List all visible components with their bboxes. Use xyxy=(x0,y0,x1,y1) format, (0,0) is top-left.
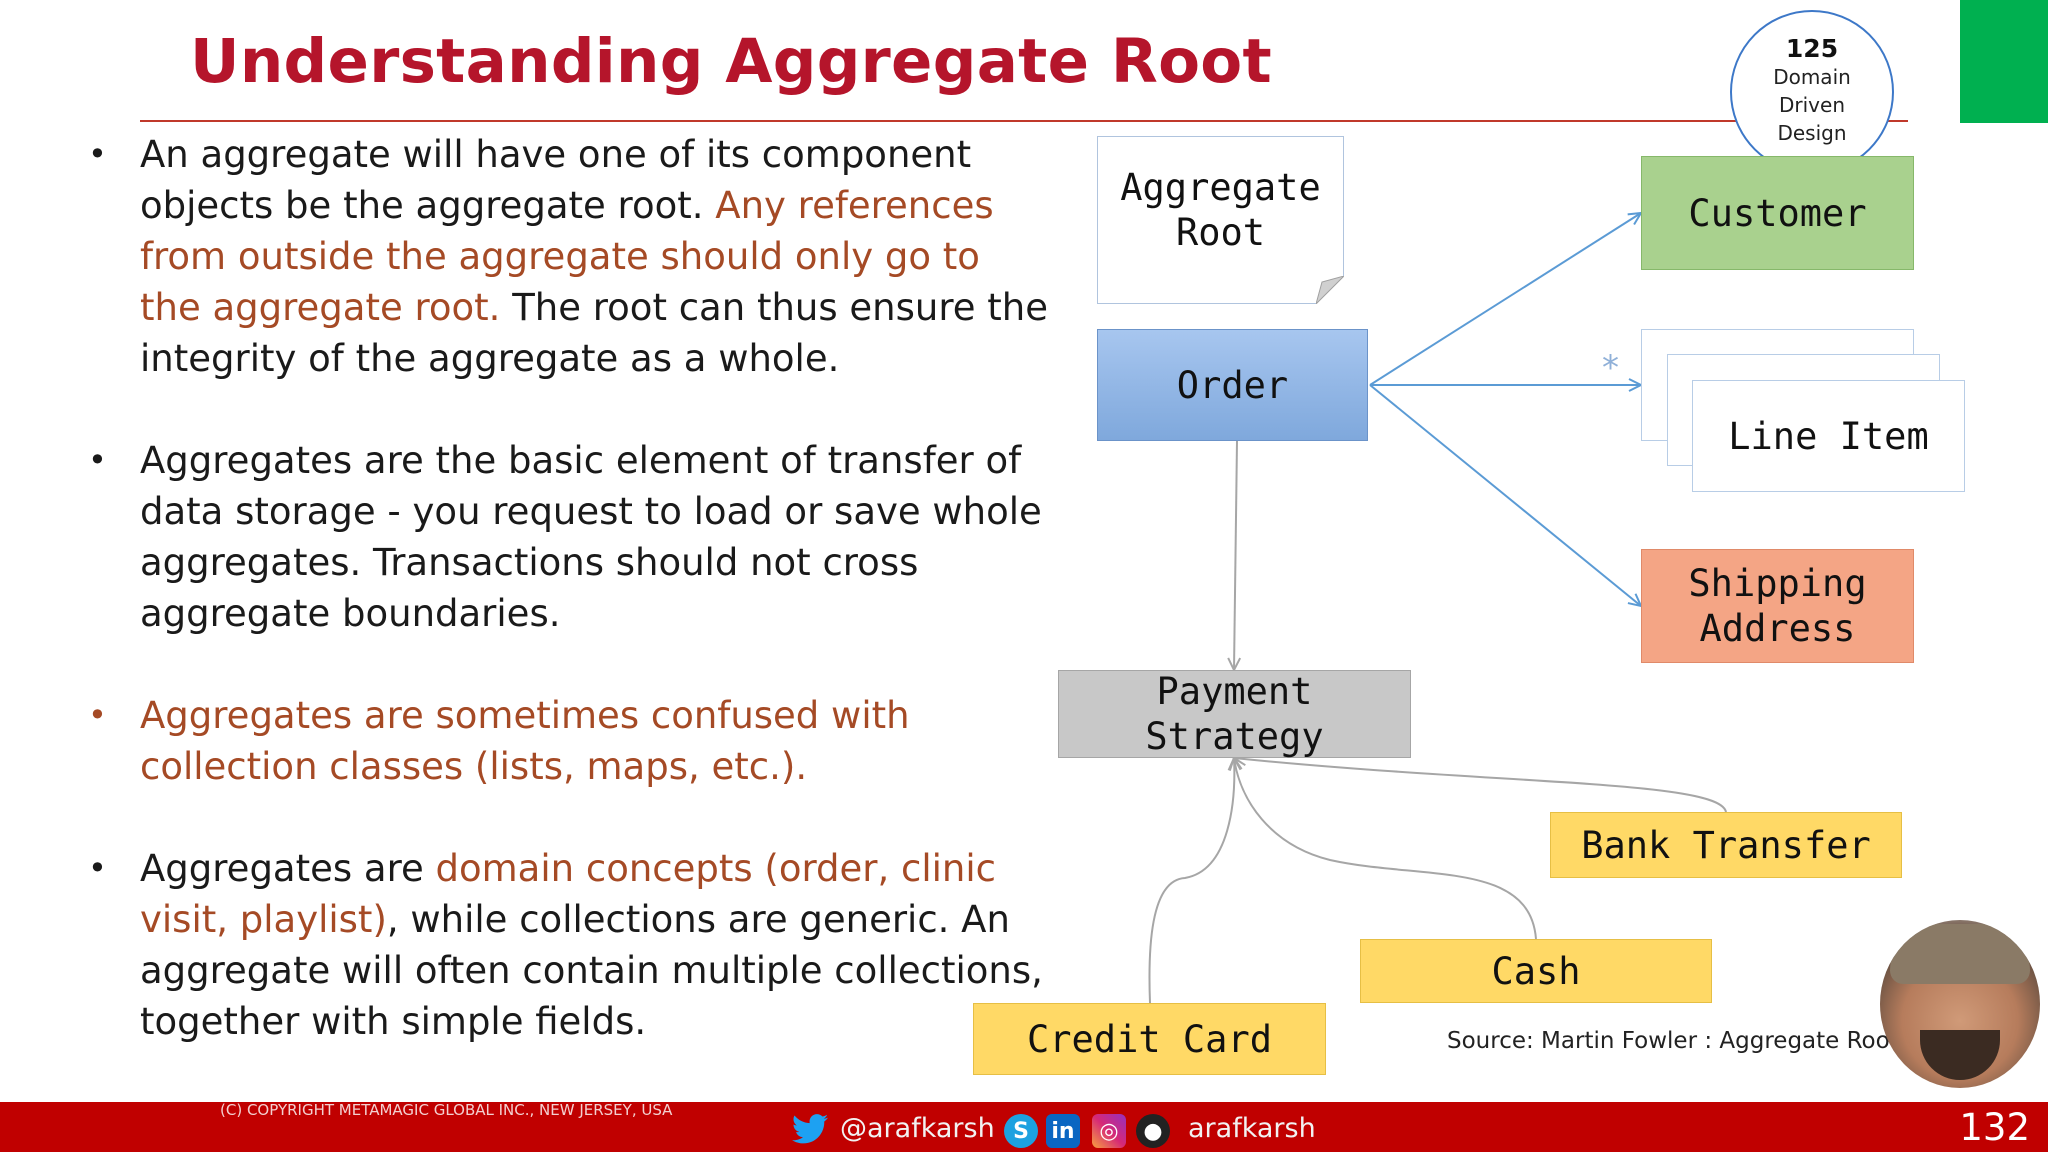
avatar-beard xyxy=(1920,1030,2000,1080)
bullet-text: Aggregates are sometimes confused with c… xyxy=(140,694,910,788)
source-caption: Source: Martin Fowler : Aggregate Root xyxy=(1447,1028,1899,1054)
chapter-badge: 125 Domain Driven Design xyxy=(1730,10,1894,174)
bullet-item: Aggregates are the basic element of tran… xyxy=(88,435,1048,639)
bullet-text: , while collections are generic. An aggr… xyxy=(140,898,1043,1043)
bullet-text: The root can thus ensure the integrity o… xyxy=(140,286,1048,380)
instagram-icon[interactable]: ◎ xyxy=(1092,1114,1126,1148)
slide-title: Understanding Aggregate Root xyxy=(190,26,1272,97)
badge-line: Design xyxy=(1777,121,1847,145)
order-box: Order xyxy=(1097,329,1368,441)
bullet-text: Aggregates are the basic element of tran… xyxy=(140,439,1042,635)
badge-number: 125 xyxy=(1785,34,1839,63)
arrow-order-payment xyxy=(1234,440,1237,670)
bullet-text: An aggregate will have one of its compon… xyxy=(140,133,972,227)
bank-transfer-box: Bank Transfer xyxy=(1550,812,1902,878)
arrow-cash-payment xyxy=(1234,758,1537,940)
multiplicity-label: * xyxy=(1602,348,1619,388)
github-icon[interactable]: ● xyxy=(1136,1114,1170,1148)
title-divider xyxy=(140,120,1908,122)
badge-line: Domain xyxy=(1773,65,1851,89)
payment-strategy-box: Payment Strategy xyxy=(1058,670,1411,758)
shipping-address-box: Shipping Address xyxy=(1641,549,1914,663)
bullet-highlight: domain concepts (order, clinic visit, pl… xyxy=(140,847,997,941)
copyright-text: (C) COPYRIGHT METAMAGIC GLOBAL INC., NEW… xyxy=(220,1101,673,1119)
note-fold-icon xyxy=(1316,276,1344,304)
arrow-order-shipping xyxy=(1369,384,1641,606)
arrow-credit-payment xyxy=(1148,758,1234,1004)
cash-box: Cash xyxy=(1360,939,1712,1003)
avatar-hat xyxy=(1890,924,2030,984)
bullet-highlight: Any references from outside the aggregat… xyxy=(140,184,994,329)
arrow-bank-payment xyxy=(1234,758,1727,813)
bullet-item: Aggregates are sometimes confused with c… xyxy=(88,690,1048,792)
bullet-item: An aggregate will have one of its compon… xyxy=(88,129,1048,384)
twitter-handle[interactable]: @arafkarsh xyxy=(840,1113,995,1144)
bullet-text: Aggregates are xyxy=(140,847,436,890)
twitter-icon[interactable] xyxy=(792,1114,828,1144)
social-handle[interactable]: arafkarsh xyxy=(1188,1113,1316,1144)
linkedin-icon[interactable]: in xyxy=(1046,1114,1080,1148)
corner-accent xyxy=(1960,0,2048,123)
credit-card-box: Credit Card xyxy=(973,1003,1326,1075)
line-item-box: Line Item xyxy=(1692,380,1965,492)
skype-icon[interactable]: S xyxy=(1004,1114,1038,1148)
page-number: 132 xyxy=(1959,1106,2030,1149)
bullet-item: Aggregates are domain concepts (order, c… xyxy=(88,843,1048,1047)
bullet-list: An aggregate will have one of its compon… xyxy=(88,129,1048,1047)
presenter-avatar xyxy=(1880,920,2040,1088)
customer-box: Customer xyxy=(1641,156,1914,270)
aggregate-root-note: Aggregate Root xyxy=(1097,136,1344,304)
badge-line: Driven xyxy=(1779,93,1845,117)
arrow-order-customer xyxy=(1369,213,1641,386)
